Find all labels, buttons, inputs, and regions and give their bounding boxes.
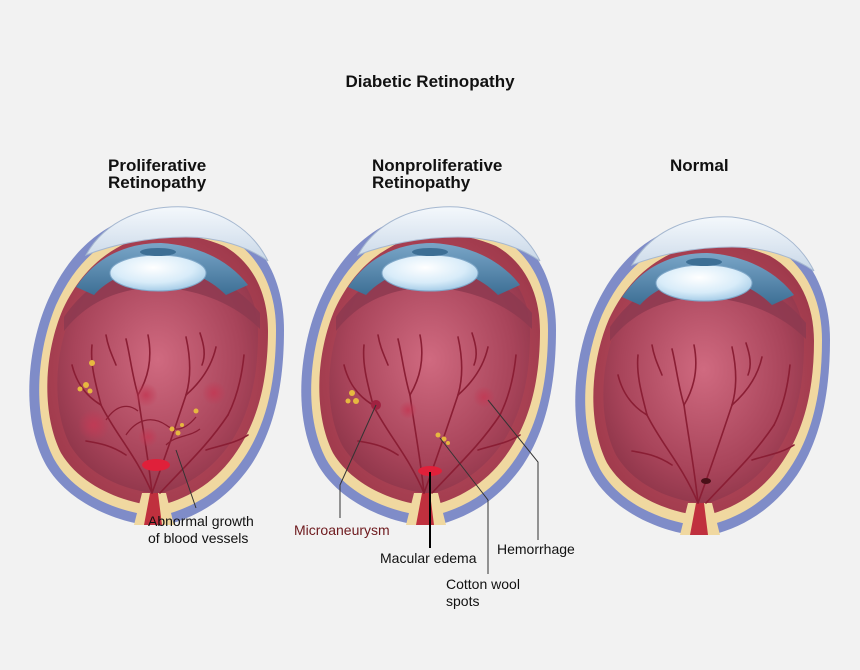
- heading-proliferative-line1: Proliferative: [108, 156, 207, 175]
- cotton-wool-dots: [77, 360, 199, 436]
- leader-hemorrhage: [487, 399, 539, 540]
- macular-edema-spot: [418, 466, 442, 476]
- macular-lesion: [142, 459, 170, 471]
- label-abnormal-growth-line1: Abnormal growth: [148, 513, 254, 529]
- label-cotton-wool-line1: Cotton wool: [446, 576, 520, 592]
- heading-proliferative: Proliferative Retinopathy: [108, 157, 206, 191]
- eye-normal: [574, 216, 831, 536]
- heading-proliferative-line2: Retinopathy: [108, 173, 207, 192]
- diagram-title: Diabetic Retinopathy: [345, 72, 515, 91]
- label-abnormal-growth-line2: of blood vessels: [148, 530, 249, 546]
- hemorrhage-spot: [399, 401, 417, 419]
- leader-microaneurysm: [339, 404, 377, 518]
- leader-cotton-wool: [439, 437, 489, 501]
- label-microaneurysm: Microaneurysm: [294, 522, 390, 538]
- heading-nonproliferative: Nonproliferative Retinopathy: [372, 157, 502, 191]
- hemorrhage-spot: [138, 427, 158, 447]
- fovea-dot: [701, 478, 711, 484]
- label-hemorrhage: Hemorrhage: [497, 541, 575, 557]
- label-cotton-wool: Cotton wool spots: [446, 576, 520, 610]
- label-cotton-wool-line2: spots: [446, 593, 480, 609]
- hemorrhage-spot: [78, 409, 110, 441]
- hemorrhage-spot: [134, 383, 158, 407]
- label-abnormal-growth: Abnormal growth of blood vessels: [148, 513, 254, 547]
- eye-nonproliferative: [300, 206, 557, 526]
- heading-normal: Normal: [670, 157, 729, 174]
- eye-proliferative: [28, 206, 285, 526]
- heading-normal-line1: Normal: [670, 156, 729, 175]
- heading-nonproliferative-line2: Retinopathy: [372, 173, 471, 192]
- heading-nonproliferative-line1: Nonproliferative: [372, 156, 503, 175]
- hemorrhage-spot: [202, 381, 226, 405]
- cotton-wool-dots: [345, 390, 450, 445]
- label-macular-edema: Macular edema: [380, 550, 477, 566]
- leader-abnormal-growth: [175, 449, 197, 509]
